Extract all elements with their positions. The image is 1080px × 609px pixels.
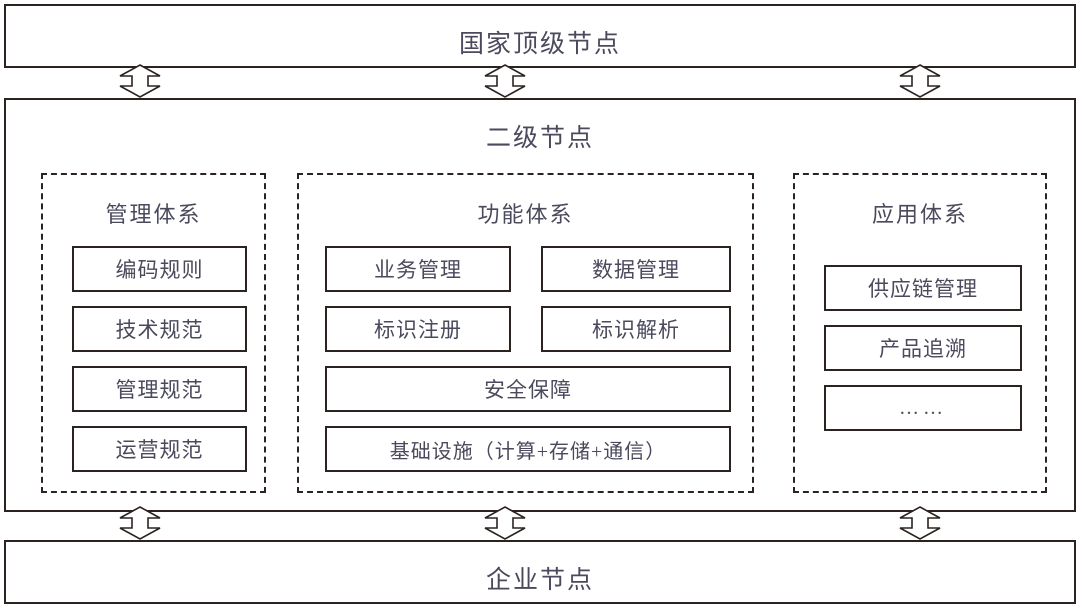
item-function-1[interactable]: 数据管理 [541,246,731,292]
item-function-4[interactable]: 安全保障 [325,366,731,412]
connector-arrow-top-right [892,64,948,98]
item-function-2[interactable]: 标识注册 [325,306,511,352]
enterprise-node-title: 企业节点 [485,567,594,594]
item-application-2[interactable]: …… [824,385,1022,431]
item-management-0[interactable]: 编码规则 [72,246,247,292]
national-top-node-box: 国家顶级节点 [4,4,1076,68]
item-function-0[interactable]: 业务管理 [325,246,511,292]
item-function-5[interactable]: 基础设施（计算+存储+通信） [325,426,731,472]
item-management-1[interactable]: 技术规范 [72,306,247,352]
item-function-3[interactable]: 标识解析 [541,306,731,352]
connector-arrow-bottom-left [112,506,168,540]
group-application: 应用体系 供应链管理 产品追溯 …… [793,173,1047,493]
connector-arrow-top-left [112,64,168,98]
group-function: 功能体系 业务管理 数据管理 标识注册 标识解析 安全保障 基础设施（计算+存储… [297,173,754,493]
enterprise-node-box: 企业节点 [4,540,1076,604]
connector-arrow-bottom-right [892,506,948,540]
group-application-title: 应用体系 [871,202,968,227]
group-management: 管理体系 编码规则 技术规范 管理规范 运营规范 [41,173,266,493]
second-level-node-box: 二级节点 管理体系 编码规则 技术规范 管理规范 运营规范 功能体系 业务管理 … [4,98,1076,512]
group-function-title: 功能体系 [477,202,574,227]
connector-arrow-bottom-center [477,506,533,540]
national-top-node-title: 国家顶级节点 [458,31,621,58]
connector-arrow-top-center [477,64,533,98]
item-management-3[interactable]: 运营规范 [72,426,247,472]
second-level-node-title: 二级节点 [485,125,594,152]
item-application-0[interactable]: 供应链管理 [824,265,1022,311]
item-management-2[interactable]: 管理规范 [72,366,247,412]
group-management-title: 管理体系 [105,202,202,227]
item-application-1[interactable]: 产品追溯 [824,325,1022,371]
